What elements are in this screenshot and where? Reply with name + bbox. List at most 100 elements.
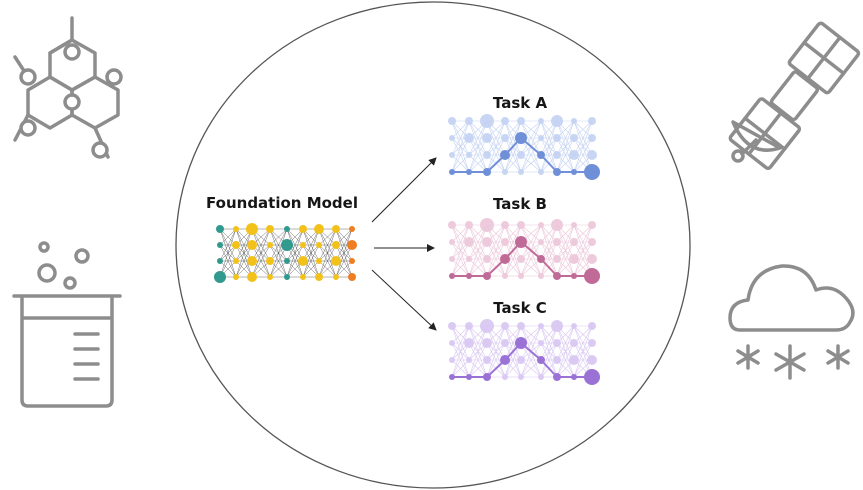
- network-edge: [573, 325, 593, 361]
- network-edge: [573, 325, 593, 378]
- network-node: [553, 356, 561, 364]
- network-node: [466, 374, 472, 380]
- snow-cloud-icon: [728, 264, 855, 380]
- network-node: [480, 319, 494, 333]
- network-node: [502, 169, 508, 175]
- network-edge: [468, 224, 488, 277]
- network-node: [483, 272, 491, 280]
- network-node: [515, 132, 527, 144]
- network-edge: [486, 137, 506, 173]
- network-node: [517, 322, 525, 330]
- network-node: [515, 236, 527, 248]
- network-edge: [520, 154, 542, 173]
- network-edge: [556, 342, 575, 378]
- network-node: [587, 150, 597, 160]
- network-edge: [451, 325, 470, 344]
- network-node: [570, 134, 578, 142]
- network-edge: [504, 224, 522, 260]
- network-node: [214, 271, 226, 283]
- network-node: [518, 273, 524, 279]
- network-edge: [302, 244, 320, 278]
- network-edge: [540, 241, 558, 277]
- arrow-to-task-a: [371, 157, 437, 223]
- network-node: [538, 273, 544, 279]
- network-node: [571, 273, 577, 279]
- network-node: [551, 115, 563, 127]
- network-edge: [573, 120, 593, 156]
- network-node: [466, 357, 472, 363]
- network-node: [331, 256, 341, 266]
- network-node: [284, 226, 290, 232]
- network-edge: [556, 325, 575, 344]
- network-node: [298, 256, 308, 266]
- network-node: [349, 226, 355, 232]
- network-edge: [269, 228, 288, 262]
- network-node: [300, 242, 306, 248]
- network-node: [465, 322, 473, 330]
- network-edge: [486, 224, 506, 277]
- network-edge: [573, 224, 593, 277]
- network-node: [588, 117, 596, 125]
- network-edge: [468, 258, 488, 277]
- network-node: [281, 239, 293, 251]
- network-node: [449, 357, 455, 363]
- network-node: [517, 151, 525, 159]
- network-edge: [318, 228, 337, 278]
- network-edge: [556, 325, 575, 361]
- network-edge: [302, 228, 320, 278]
- network-node: [217, 242, 223, 248]
- network-edge: [573, 137, 593, 173]
- network-node: [448, 322, 456, 330]
- network-edge: [335, 228, 353, 278]
- network-edge: [540, 325, 558, 378]
- network-node: [517, 255, 525, 263]
- network-node: [538, 374, 544, 380]
- network-edge: [219, 228, 237, 246]
- network-node: [500, 355, 510, 365]
- network-edge: [486, 325, 506, 378]
- network-node: [588, 339, 596, 347]
- network-edge: [540, 137, 558, 173]
- network-node: [332, 225, 340, 233]
- network-node: [538, 169, 544, 175]
- network-node: [299, 225, 307, 233]
- network-edge: [556, 120, 575, 139]
- network-node: [518, 169, 524, 175]
- network-node: [466, 273, 472, 279]
- network-edge: [335, 260, 353, 278]
- network-node: [537, 255, 545, 263]
- network-node: [501, 117, 509, 125]
- network-node: [501, 134, 509, 142]
- network-node: [483, 151, 491, 159]
- center-circle: [175, 1, 691, 489]
- network-edge: [451, 120, 470, 156]
- network-node: [465, 221, 473, 229]
- network-node: [553, 373, 561, 381]
- network-edge: [520, 120, 542, 156]
- network-node: [247, 272, 257, 282]
- network-node: [571, 169, 577, 175]
- network-node: [553, 272, 561, 280]
- network-edge: [468, 241, 488, 277]
- network-edge: [451, 342, 470, 378]
- foundation-model-label: Foundation Model: [206, 194, 358, 212]
- network-node: [233, 226, 239, 232]
- network-edge: [219, 228, 237, 278]
- network-edge: [451, 224, 470, 277]
- network-edge: [451, 224, 470, 260]
- network-edge: [556, 241, 575, 277]
- network-node: [247, 240, 257, 250]
- network-edge: [302, 260, 320, 278]
- network-edge: [318, 244, 337, 278]
- network-node: [267, 274, 273, 280]
- network-node: [501, 339, 509, 347]
- network-node: [500, 150, 510, 160]
- network-node: [500, 254, 510, 264]
- network-edge: [235, 244, 253, 278]
- network-edge: [573, 120, 593, 139]
- network-edge: [540, 325, 558, 361]
- network-edge: [235, 228, 253, 278]
- network-node: [538, 135, 544, 141]
- network-edge: [556, 137, 575, 173]
- network-edge: [269, 228, 288, 246]
